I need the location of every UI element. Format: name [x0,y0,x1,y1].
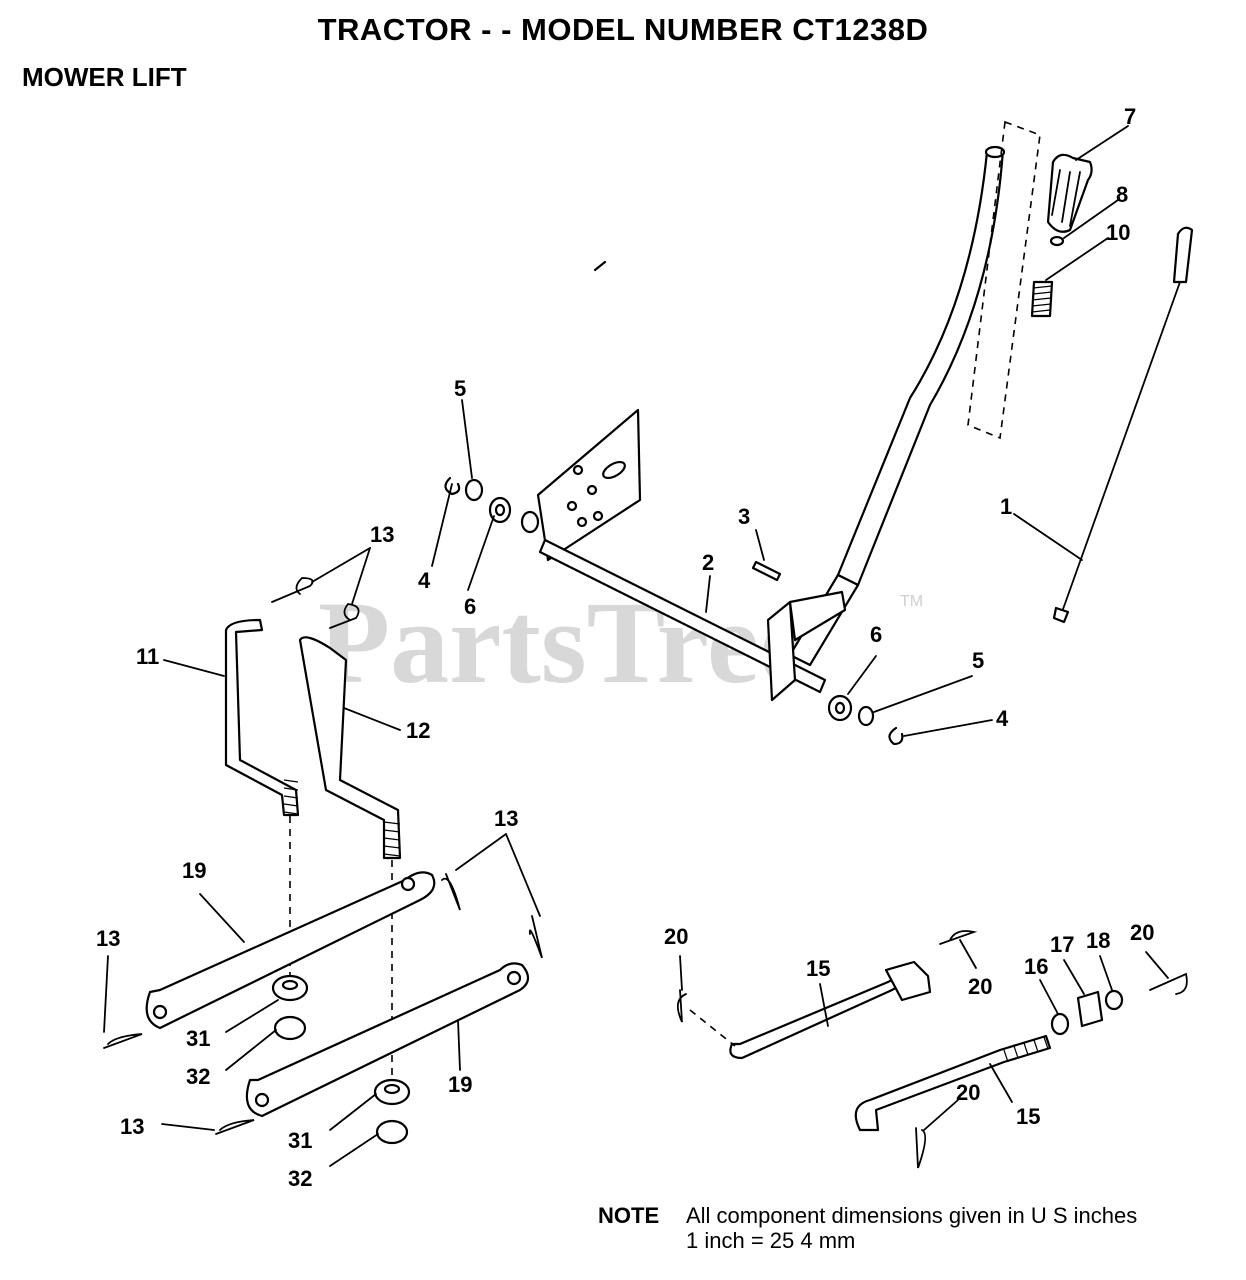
lift-link-part-12 [298,636,402,860]
callout-4-right: 4 [996,706,1009,731]
cross-shaft-part-2 [520,510,827,694]
washer-part-8 [1049,235,1065,247]
callout-8: 8 [1116,182,1128,207]
lift-rod-part-1 [1052,226,1194,624]
leader-lines [103,125,1169,1167]
bushing-6-right [827,694,853,722]
callout-16: 16 [1024,954,1048,979]
lift-link-part-11 [224,618,300,817]
hairpin-13-b [329,603,360,629]
hairpin-13-f [215,1119,255,1135]
callout-4-top: 4 [418,568,431,593]
spring-part-10 [1030,280,1054,318]
hand-grip-part-7 [1046,153,1093,233]
callout-32-lower: 32 [288,1166,312,1191]
callout-3: 3 [738,504,750,529]
clip-4-right [888,726,904,746]
callout-6-top: 6 [464,594,476,619]
hairpin-13-d [528,915,543,959]
section-title: MOWER LIFT [22,62,187,92]
cotter-20-c [1149,972,1188,995]
cotter-20-d [915,1127,927,1169]
callout-13-left: 13 [96,926,120,951]
pin-part-3 [751,560,782,582]
lift-arm-19-upper [145,871,436,1030]
dimension-note: NOTE All component dimensions given in U … [598,1203,1137,1253]
note-label: NOTE [598,1203,660,1228]
washer-5-right [857,705,875,727]
callout-10: 10 [1106,220,1130,245]
guide-line-15 [689,1009,736,1047]
page-title: TRACTOR - - MODEL NUMBER CT1238D [317,12,929,47]
callout-7: 7 [1124,104,1136,129]
callout-5-top: 5 [454,376,466,401]
callout-2: 2 [702,550,714,575]
lift-handle [788,145,1006,667]
washer-5-left [464,478,484,502]
spacer-31-lower [373,1078,411,1106]
hairpin-13-e [103,1033,143,1049]
note-line-1: All component dimensions given in U S in… [686,1203,1138,1228]
callout-31-lower: 31 [288,1128,312,1153]
washer-part-16 [1050,1012,1070,1036]
nut-32-lower [375,1119,409,1145]
nut-32-upper [273,1015,307,1041]
spacer-31-upper [271,974,309,1002]
callout-20-bottom: 20 [956,1080,980,1105]
callout-17: 17 [1050,932,1074,957]
callout-20-mid: 20 [968,974,992,999]
callout-1: 1 [1000,494,1012,519]
note-line-2: 1 inch = 25 4 mm [686,1228,856,1253]
callout-20-left: 20 [664,924,688,949]
trunnion-part-17 [1076,990,1104,1028]
callout-13-top: 13 [370,522,394,547]
callout-20-right: 20 [1130,920,1154,945]
rod-part-15-lower [854,1034,1052,1132]
callout-6-right: 6 [870,622,882,647]
callout-5-right: 5 [972,648,984,673]
bushing-6-left [488,496,512,524]
callout-15-upper: 15 [806,956,830,981]
callout-15-lower: 15 [1016,1104,1040,1129]
hairpin-13-a [271,577,314,603]
callout-32-upper: 32 [186,1064,210,1089]
callout-19-lower: 19 [448,1072,472,1097]
rod-part-15-upper [729,960,932,1060]
watermark-tm: TM [900,593,923,610]
lift-arm-19-lower [245,962,530,1118]
callout-11: 11 [136,644,159,669]
callout-18: 18 [1086,928,1110,953]
mounting-plate [536,260,642,562]
handle-grip-outline [967,120,1041,440]
callout-12: 12 [406,718,430,743]
callout-13-mid: 13 [494,806,518,831]
cotter-20-a [676,989,687,1023]
nut-part-18 [1104,989,1124,1011]
callout-31-upper: 31 [186,1026,210,1051]
hairpin-13-c [441,873,461,911]
cotter-20-b [939,930,978,945]
callout-19-upper: 19 [182,858,206,883]
callout-13-bottom: 13 [120,1114,144,1139]
bracket [766,590,847,702]
